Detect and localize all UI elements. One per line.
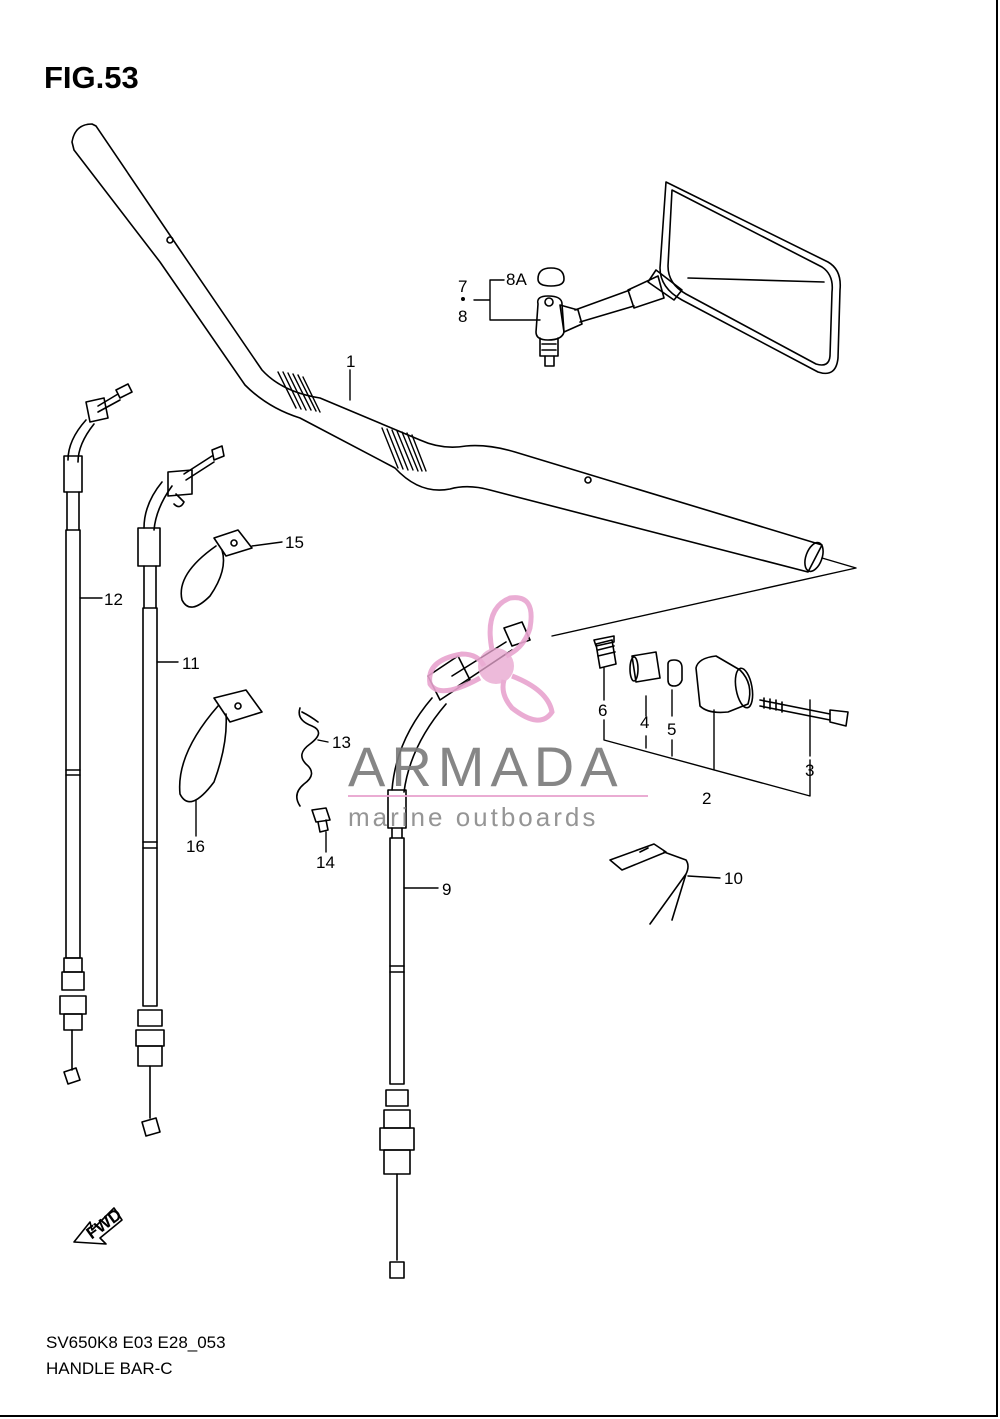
clamp-15: [180, 529, 253, 608]
figure-title: FIG.53: [44, 60, 139, 95]
cable-11: [135, 445, 225, 1137]
fwd-arrow: [73, 1207, 123, 1245]
callout-labels: 1 2 3 4 5 6 7 8 8A 9 10 11 12 13 14 15 1…: [104, 270, 814, 899]
callout-5: 5: [667, 720, 676, 739]
watermark-brand: ARMADA: [348, 735, 624, 798]
cable-12: [59, 383, 133, 1085]
propeller-logo-icon: [427, 595, 555, 723]
callout-8: 8: [458, 307, 467, 326]
callout-12: 12: [104, 590, 123, 609]
model-code: SV650K8 E03 E28_053: [46, 1333, 226, 1352]
callout-3: 3: [805, 761, 814, 780]
bar-end-weight-assembly: [593, 635, 849, 727]
callout-2: 2: [702, 789, 711, 808]
part-name: HANDLE BAR-C: [46, 1359, 173, 1378]
callout-8a: 8A: [506, 270, 527, 289]
mirror-assembly: [535, 181, 842, 375]
callout-7: 7: [458, 277, 467, 296]
cable-9: [379, 621, 531, 1279]
handlebar-knurling: [277, 371, 427, 472]
handlebar: [71, 123, 824, 573]
callout-13: 13: [332, 733, 351, 752]
leader-lines: [79, 279, 857, 889]
callout-4: 4: [640, 713, 649, 732]
callout-11: 11: [182, 654, 200, 673]
callout-6: 6: [598, 701, 607, 720]
callout-9: 9: [442, 880, 451, 899]
watermark-tagline: marine outboards: [348, 802, 598, 832]
callout-14: 14: [316, 853, 335, 872]
callout-15: 15: [285, 533, 304, 552]
clamp-16: [178, 689, 263, 803]
callout-1: 1: [346, 352, 355, 371]
callout-16: 16: [186, 837, 205, 856]
bolt-14: [311, 807, 331, 833]
callout-10: 10: [724, 869, 743, 888]
fwd-label: FWD: [83, 1205, 125, 1243]
stay-10: [609, 843, 689, 925]
wire-clip-13: [296, 707, 320, 807]
watermark: ARMADA marine outboards: [348, 595, 648, 832]
